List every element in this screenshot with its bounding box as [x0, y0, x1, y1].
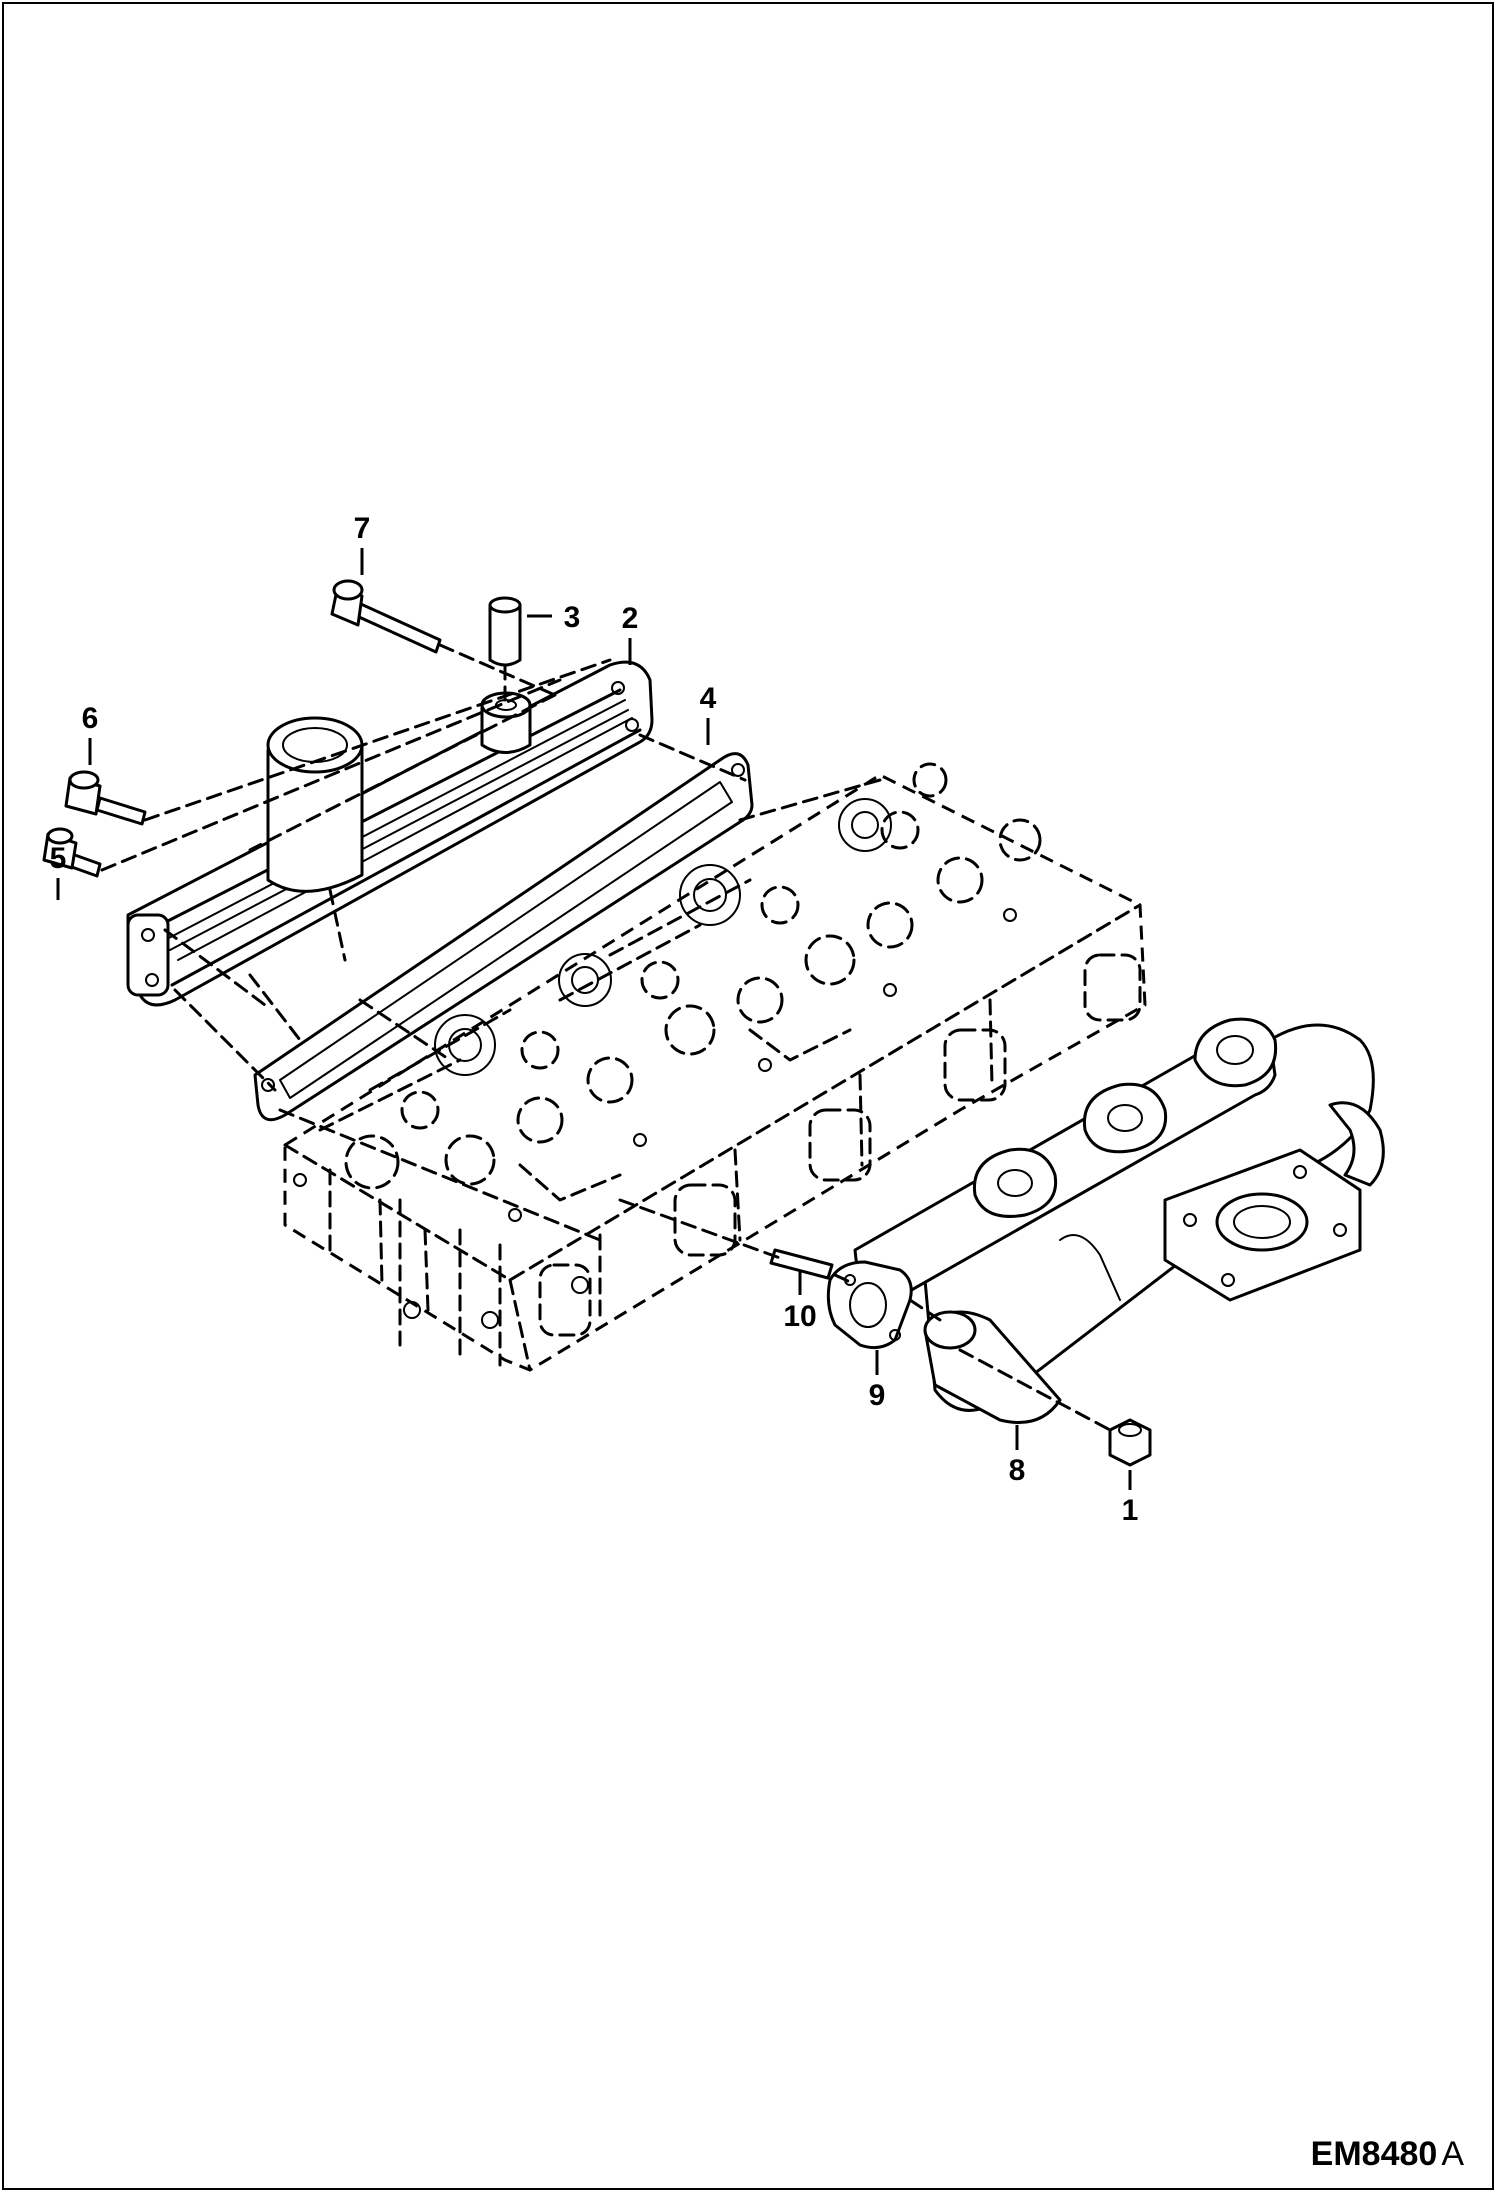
- callouts: 1 2 3 4 5 6 7: [50, 512, 1139, 1527]
- svg-text:10: 10: [783, 1300, 816, 1333]
- callout-4: 4: [700, 682, 717, 745]
- intake-gasket: [253, 752, 754, 1122]
- callout-10: 10: [783, 1272, 817, 1333]
- svg-text:9: 9: [869, 1379, 886, 1412]
- assembly-lines: [100, 643, 1112, 1432]
- callout-8: 8: [1009, 1425, 1026, 1487]
- svg-text:3: 3: [564, 601, 581, 634]
- figure-revision: A: [1441, 2135, 1464, 2173]
- callout-6: 6: [82, 702, 99, 765]
- bolt-5: [42, 827, 102, 878]
- cylinder-head: [283, 762, 1147, 1372]
- callout-3: 3: [527, 601, 580, 634]
- svg-text:8: 8: [1009, 1454, 1026, 1487]
- exhaust-gasket: [826, 1260, 913, 1350]
- figure-code-number: EM8480: [1310, 2135, 1438, 2173]
- nut-1: [1108, 1418, 1152, 1467]
- stud-10: [769, 1248, 834, 1280]
- svg-text:2: 2: [622, 602, 639, 635]
- bolt-7: [330, 579, 442, 654]
- svg-text:7: 7: [354, 512, 371, 545]
- svg-text:5: 5: [50, 842, 67, 875]
- head-top-features: [293, 762, 1042, 1222]
- svg-text:1: 1: [1122, 1494, 1139, 1527]
- intake-manifold: [126, 660, 654, 1007]
- callout-7: 7: [354, 512, 371, 575]
- callout-2: 2: [622, 602, 639, 665]
- callout-5: 5: [50, 842, 67, 900]
- callout-9: 9: [869, 1350, 886, 1412]
- dowel-pin-3: [488, 596, 522, 667]
- bolt-6: [64, 770, 147, 826]
- svg-text:6: 6: [82, 702, 99, 735]
- svg-text:4: 4: [700, 682, 717, 715]
- callout-1: 1: [1122, 1470, 1139, 1527]
